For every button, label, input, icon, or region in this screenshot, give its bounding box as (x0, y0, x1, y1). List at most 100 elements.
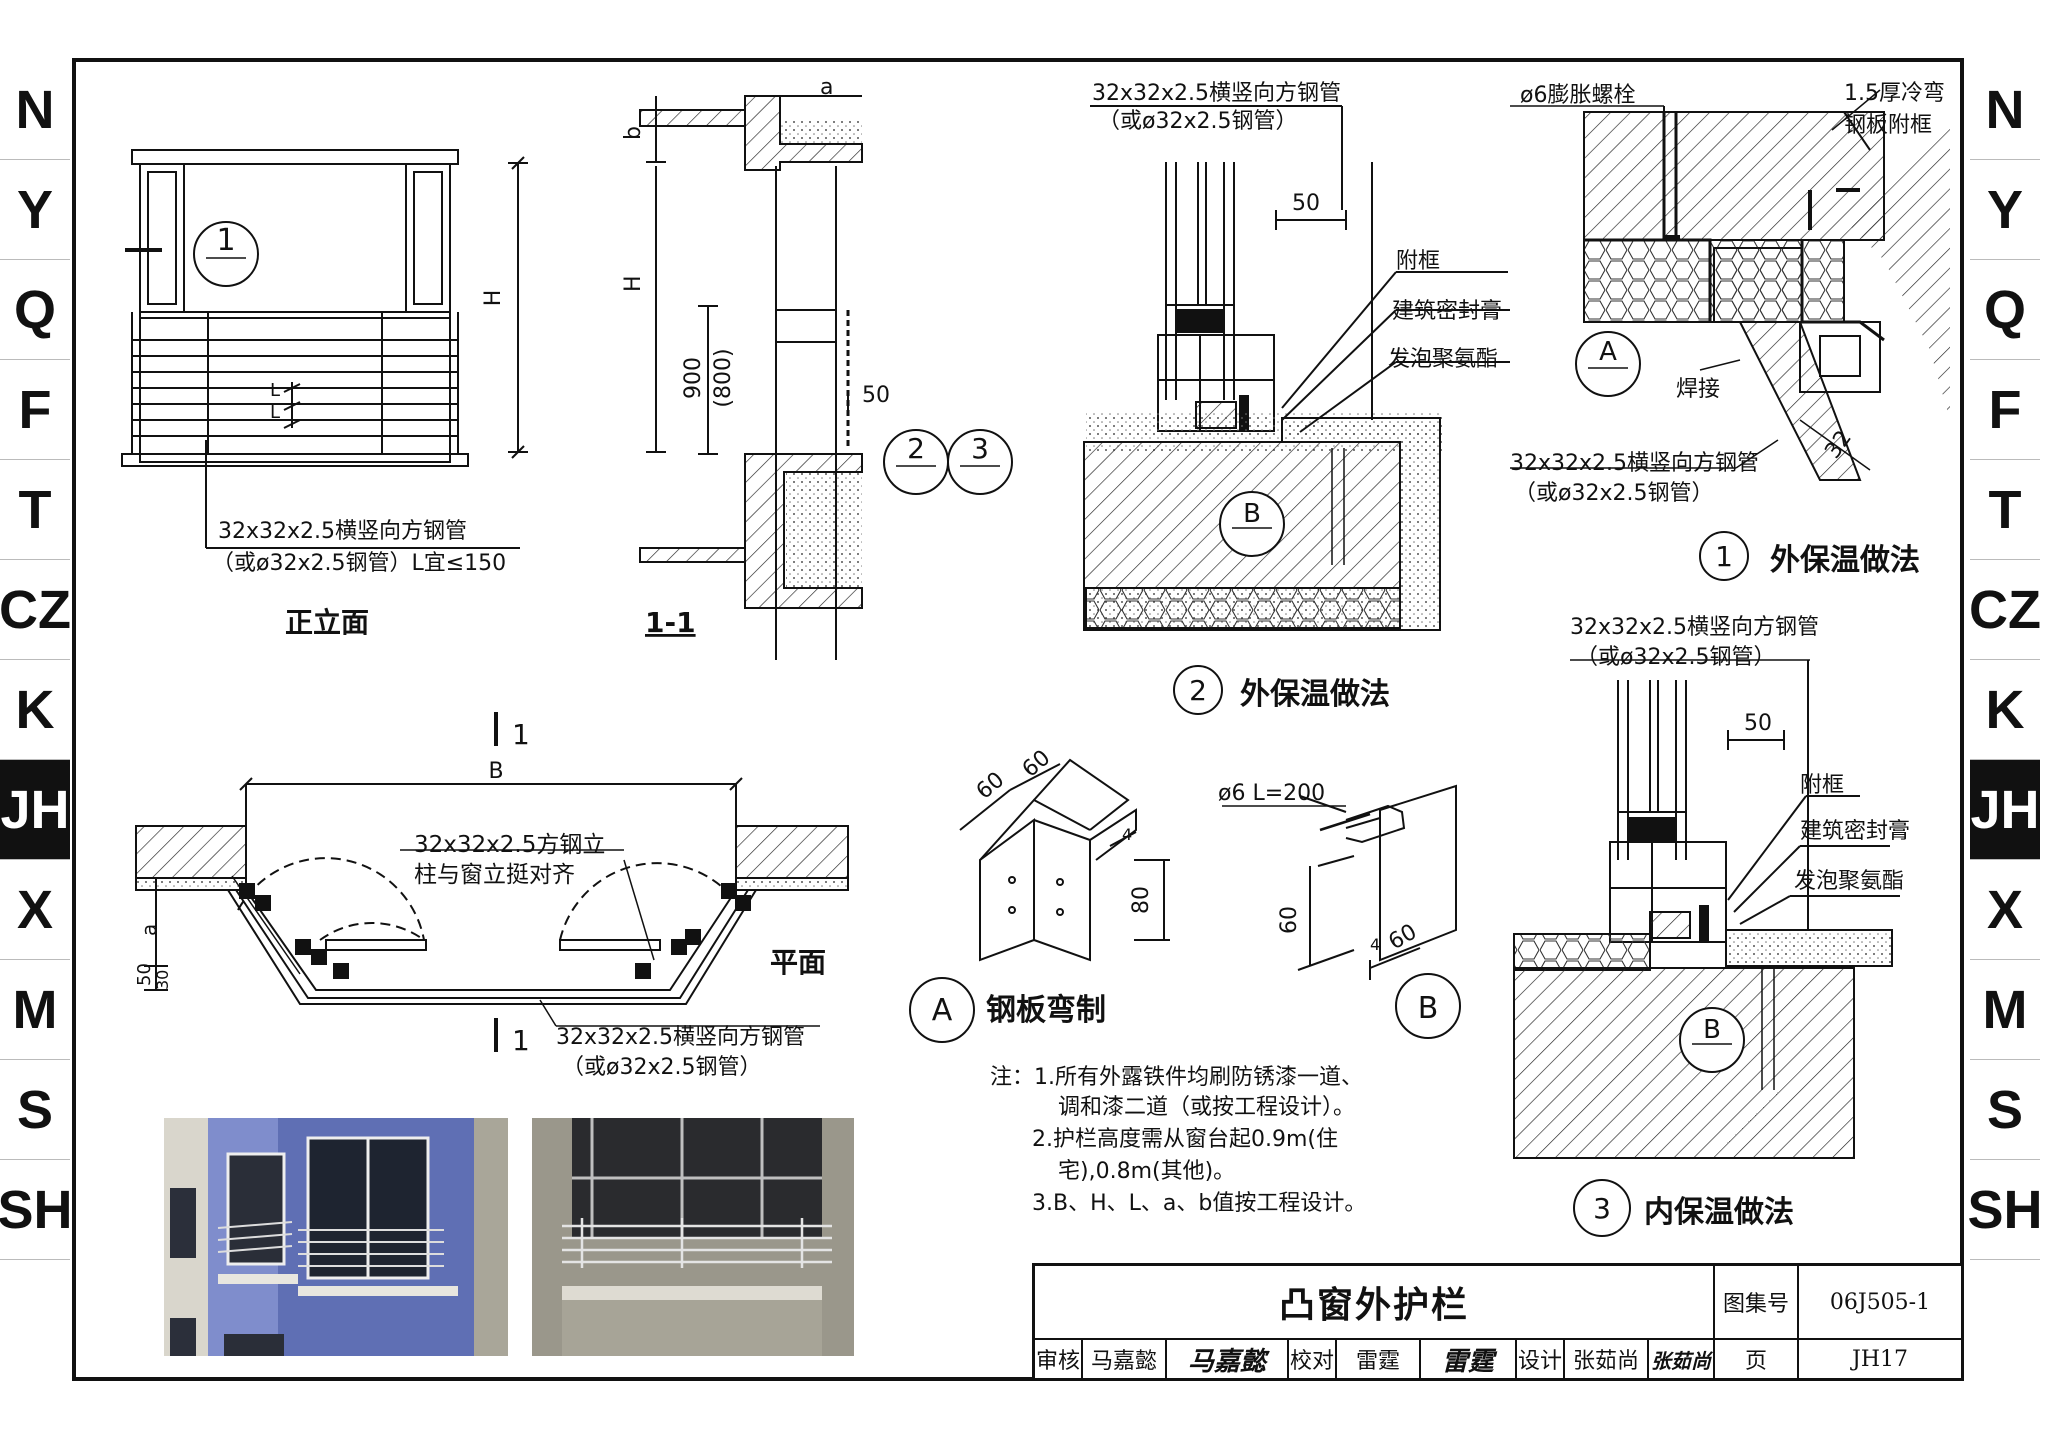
front-elevation-marker: 1 (216, 223, 235, 258)
plan-column-label-1: 32x32x2.5方钢立 (414, 832, 605, 858)
detail-3-dim-50: 50 (1744, 711, 1772, 736)
plan-pipe-label-2: （或ø32x2.5钢管） (562, 1055, 761, 1080)
front-elevation (121, 149, 528, 549)
tab-t[interactable]: T (1970, 460, 2040, 560)
tab-s[interactable]: S (1970, 1060, 2040, 1160)
photo-left (164, 1118, 508, 1356)
tab-sh[interactable]: SH (1968, 1160, 2043, 1260)
detail-a-dim-2: 60 (1018, 745, 1056, 782)
tab-jh[interactable]: JH (1970, 760, 2040, 860)
section-a-label: a (820, 75, 833, 100)
tab-t[interactable]: T (0, 460, 70, 560)
front-elevation-pipe-label-1: 32x32x2.5横竖向方钢管 (218, 519, 467, 544)
photo-left-image (164, 1118, 508, 1356)
plan-column-label-2: 柱与窗立挺对齐 (414, 862, 575, 888)
detail-b-dim-1: 60 (1277, 906, 1302, 934)
detail-1-bracket-label-1: 1.5厚冷弯 (1844, 81, 1945, 106)
detail-1-ref: A (1599, 337, 1617, 367)
detail-a-dim-3: 4 (1122, 825, 1132, 844)
check-label: 校对 (1289, 1340, 1337, 1378)
tab-f[interactable]: F (1970, 360, 2040, 460)
tab-s[interactable]: S (0, 1060, 70, 1160)
plan-section-mark-top: 1 (512, 718, 530, 751)
tab-y[interactable]: Y (1970, 160, 2040, 260)
tab-m[interactable]: M (1970, 960, 2040, 1060)
design-label: 设计 (1517, 1340, 1565, 1378)
tab-x[interactable]: X (1970, 860, 2040, 960)
drawing-title: 凸窗外护栏 (1035, 1266, 1715, 1340)
photo-right (532, 1118, 854, 1356)
note-line-5: 3.B、H、L、a、b值按工程设计。 (1032, 1191, 1366, 1216)
section-h-label: H (621, 275, 646, 292)
notes: 注：1.所有外露铁件均刷防锈漆一道、 调和漆二道（或按工程设计）。 2.护栏高度… (990, 1065, 1366, 1216)
tab-k[interactable]: K (0, 660, 70, 760)
detail-1-bracket-label-2: 钢板附框 (1844, 113, 1932, 138)
right-index-tabs: N Y Q F T CZ K JH X M S SH (1968, 60, 2043, 1260)
section-caption: 1-1 (645, 606, 696, 639)
tab-x[interactable]: X (0, 860, 70, 960)
detail-1-pipe-label-1: 32x32x2.5横竖向方钢管 (1510, 451, 1759, 476)
tab-q[interactable]: Q (1970, 260, 2040, 360)
detail-1-weld-label: 焊接 (1676, 377, 1720, 402)
detail-2-ref: B (1243, 499, 1261, 529)
detail-2-number: 2 (1189, 674, 1207, 707)
detail-a-caption: 钢板弯制 (986, 993, 1106, 1028)
review-label: 审核 (1035, 1340, 1083, 1378)
tab-m[interactable]: M (0, 960, 70, 1060)
tab-y[interactable]: Y (0, 160, 70, 260)
front-elevation-l-label-2: L (270, 402, 280, 423)
note-line-1: 注：1.所有外露铁件均刷防锈漆一道、 (990, 1065, 1363, 1090)
tab-q[interactable]: Q (0, 260, 70, 360)
detail-1-bolt-label: ø6膨胀螺栓 (1520, 83, 1635, 108)
plan-pipe-label-1: 32x32x2.5横竖向方钢管 (556, 1025, 805, 1050)
front-elevation-caption: 正立面 (285, 606, 369, 639)
front-elevation-h-label: H (481, 290, 506, 307)
detail-2 (1083, 105, 1510, 715)
front-elevation-pipe-label-2: （或ø32x2.5钢管）L宜≤150 (212, 551, 506, 576)
tab-n[interactable]: N (1970, 60, 2040, 160)
section-marker-3: 3 (971, 432, 989, 465)
detail-3-sealant-label: 建筑密封膏 (1800, 819, 1910, 844)
detail-b-dim-2: 4 (1370, 935, 1380, 954)
front-elevation-l-label-1: L (270, 380, 280, 401)
tab-f[interactable]: F (0, 360, 70, 460)
reviewer-signature: 马嘉懿 (1167, 1340, 1289, 1378)
section-1-1 (639, 95, 863, 660)
checker-signature: 雷霆 (1421, 1340, 1517, 1378)
plan-a-label: a (137, 924, 161, 936)
note-line-3: 2.护栏高度需从窗台起0.9m(住 (1032, 1127, 1338, 1152)
detail-1 (1510, 89, 1950, 581)
atlas-number: 06J505-1 (1799, 1266, 1961, 1340)
plan-b-label: B (488, 759, 503, 784)
detail-a-dim-1: 60 (972, 767, 1010, 804)
plan-dim-30: 30 (153, 970, 172, 990)
detail-2-sealant-label: 建筑密封膏 (1392, 299, 1502, 324)
plan-section-mark-bottom: 1 (512, 1024, 530, 1057)
tab-n[interactable]: N (0, 60, 70, 160)
detail-1-pipe-label-2: （或ø32x2.5钢管） (1514, 481, 1713, 506)
section-900-label: 900 (681, 357, 706, 399)
tab-cz[interactable]: CZ (1969, 560, 2041, 660)
note-line-4: 宅),0.8m(其他)。 (1058, 1159, 1235, 1184)
reviewer-name: 马嘉懿 (1083, 1340, 1167, 1378)
detail-2-subframe-label: 附框 (1396, 249, 1440, 274)
plan-dim-50: 50 (134, 963, 155, 986)
tab-cz[interactable]: CZ (0, 560, 71, 660)
detail-3 (1513, 659, 1900, 1237)
detail-3-number: 3 (1593, 1192, 1611, 1225)
detail-3-caption: 内保温做法 (1644, 1195, 1794, 1230)
tab-k[interactable]: K (1970, 660, 2040, 760)
left-index-tabs: N Y Q F T CZ K JH X M S SH (0, 60, 73, 1260)
detail-a-bracket (909, 758, 1170, 1043)
detail-2-pipe-label-1: 32x32x2.5横竖向方钢管 (1092, 81, 1341, 106)
detail-3-subframe-label: 附框 (1800, 773, 1844, 798)
checker-name: 雷霆 (1337, 1340, 1421, 1378)
detail-3-foam-label: 发泡聚氨酯 (1794, 869, 1904, 894)
tab-jh[interactable]: JH (0, 760, 70, 860)
section-b-label: b (621, 126, 646, 140)
tab-sh[interactable]: SH (0, 1160, 73, 1260)
designer-signature: 张茹尚 (1649, 1340, 1715, 1378)
note-line-2: 调和漆二道（或按工程设计）。 (1058, 1095, 1355, 1120)
section-800-label: (800) (711, 348, 736, 407)
detail-3-ref: B (1703, 1015, 1721, 1045)
